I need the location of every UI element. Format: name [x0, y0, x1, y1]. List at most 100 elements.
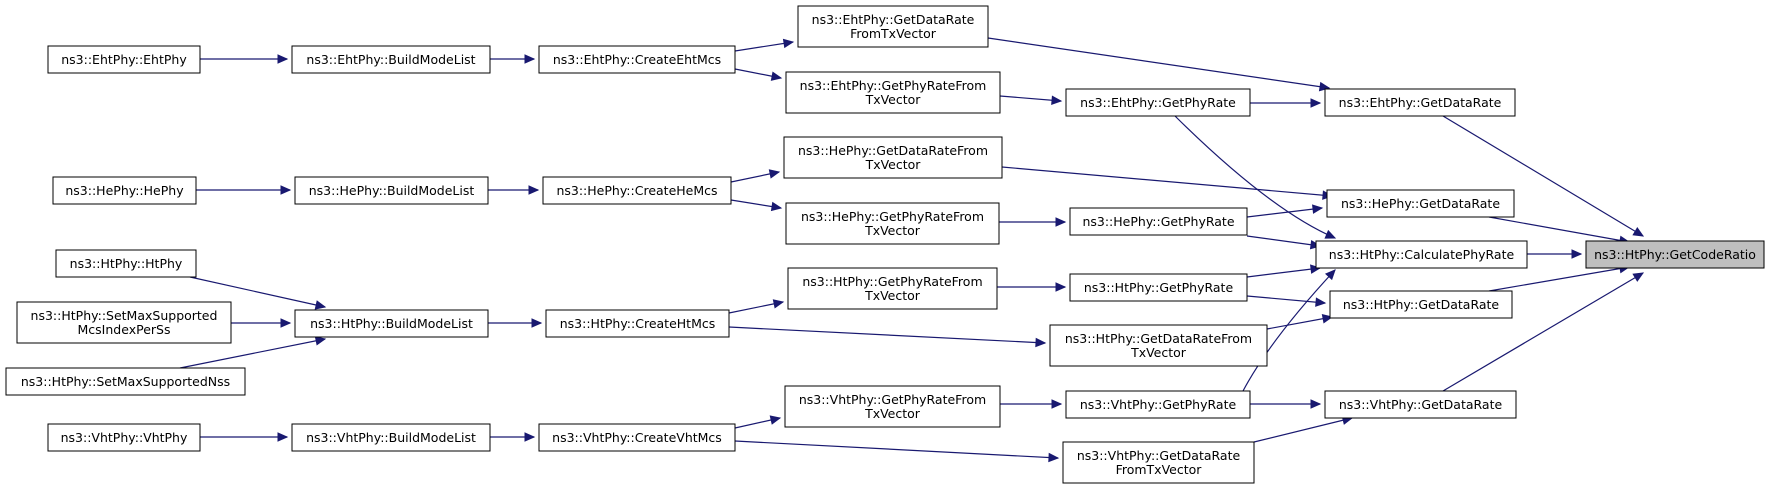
- node-label: ns3::HtPhy::GetPhyRate: [1084, 280, 1234, 295]
- arrowhead: [1055, 282, 1067, 292]
- edge-line: [1488, 216, 1630, 243]
- node-ht-getdatarate[interactable]: ns3::HtPhy::GetDataRate: [1329, 290, 1513, 319]
- edge-he_createmcs-to-he_getdatarate_txv: [730, 169, 781, 183]
- node-label: ns3::VhtPhy::GetDataRate: [1077, 448, 1241, 463]
- node-label: ns3::EhtPhy::GetDataRate: [812, 12, 975, 27]
- nodes-layer: ns3::HtPhy::GetCodeRatio ns3::EhtPhy::Get…: [5, 5, 1765, 484]
- node-box: [787, 267, 998, 310]
- edge-vht_getphyrate_txv-to-vht_getphyrate: [1000, 399, 1063, 409]
- node-box: [1585, 240, 1765, 269]
- edge-he_buildmodelist-to-he_createmcs: [488, 185, 540, 195]
- node-vht-getdatarate[interactable]: ns3::VhtPhy::GetDataRate: [1324, 390, 1517, 419]
- node-eht-createmcs[interactable]: ns3::EhtPhy::CreateEhtMcs: [538, 45, 736, 74]
- node-label: ns3::VhtPhy::BuildModeList: [306, 430, 476, 445]
- node-he-getphyrate[interactable]: ns3::HePhy::GetPhyRate: [1069, 207, 1248, 236]
- node-ht-getphyrate[interactable]: ns3::HtPhy::GetPhyRate: [1069, 273, 1248, 302]
- edge-vht_getdatarate_txv-to-vht_getdatarate: [1253, 415, 1354, 443]
- arrowhead: [1055, 217, 1067, 227]
- edge-he_getphyrate-to-he_getdatarate: [1246, 204, 1324, 218]
- node-box: [16, 301, 232, 344]
- node-ht-createmcs[interactable]: ns3::HtPhy::CreateHtMcs: [545, 309, 730, 338]
- node-label: ns3::HePhy::GetPhyRateFrom: [801, 209, 984, 224]
- arrowhead: [782, 38, 795, 49]
- edge-line: [1442, 272, 1644, 392]
- node-box: [291, 423, 491, 452]
- arrowhead: [1310, 264, 1322, 274]
- edge-line: [179, 338, 326, 369]
- node-label: TxVector: [865, 157, 922, 172]
- node-vht-createmcs[interactable]: ns3::VhtPhy::CreateVhtMcs: [538, 423, 736, 452]
- node-label: ns3::VhtPhy::GetPhyRate: [1080, 397, 1237, 412]
- node-box: [785, 202, 1000, 245]
- node-he-createmcs[interactable]: ns3::HePhy::CreateHeMcs: [542, 176, 732, 205]
- edge-line: [734, 440, 1059, 459]
- edges-layer: [179, 37, 1645, 463]
- node-label: FromTxVector: [850, 26, 937, 41]
- edge-ht_getdatarate-to-getcoderatio: [1488, 263, 1631, 292]
- node-ht-buildmodelist[interactable]: ns3::HtPhy::BuildModeList: [294, 309, 489, 338]
- arrowhead: [280, 318, 292, 328]
- node-box: [1326, 189, 1515, 218]
- node-ht-calcphyrate[interactable]: ns3::HtPhy::CalculatePhyRate: [1315, 240, 1528, 269]
- node-eht-buildmodelist[interactable]: ns3::EhtPhy::BuildModeList: [291, 45, 491, 74]
- node-he-getdatarate[interactable]: ns3::HePhy::GetDataRate: [1326, 189, 1515, 218]
- node-label: ns3::HtPhy::HtPhy: [70, 256, 183, 271]
- edge-line: [1246, 207, 1323, 218]
- edge-line: [1246, 235, 1321, 247]
- node-label: ns3::VhtPhy::GetPhyRateFrom: [799, 392, 986, 407]
- node-box: [1315, 240, 1528, 269]
- node-label: ns3::EhtPhy::GetPhyRateFrom: [800, 78, 987, 93]
- edge-ht_createmcs-to-ht_getdatarate_txv: [728, 326, 1047, 348]
- node-vht-ctor[interactable]: ns3::VhtPhy::VhtPhy: [47, 423, 201, 452]
- node-label: ns3::HtPhy::GetCodeRatio: [1594, 247, 1756, 262]
- edge-he_ctor-to-he_buildmodelist: [196, 185, 292, 195]
- node-label: ns3::HtPhy::CalculatePhyRate: [1329, 247, 1515, 262]
- node-he-ctor[interactable]: ns3::HePhy::HePhy: [52, 176, 197, 205]
- edge-line: [734, 41, 794, 52]
- arrowhead: [1315, 297, 1327, 307]
- edge-eht_ctor-to-eht_buildmodelist: [200, 54, 289, 64]
- edge-vht_getdatarate-to-getcoderatio: [1442, 272, 1645, 392]
- node-box: [784, 385, 1001, 428]
- arrowhead: [768, 169, 781, 179]
- arrowhead: [277, 432, 289, 442]
- node-eht-getdatarate[interactable]: ns3::EhtPhy::GetDataRate: [1324, 88, 1516, 117]
- arrowhead: [770, 201, 783, 212]
- node-he-buildmodelist[interactable]: ns3::HePhy::BuildModeList: [294, 176, 489, 205]
- edge-ht_getphyrate-to-ht_calcphyrate: [1246, 264, 1322, 278]
- arrowhead: [1318, 81, 1331, 92]
- node-label: ns3::EhtPhy::GetDataRate: [1339, 95, 1502, 110]
- arrowhead: [524, 54, 536, 64]
- node-label: ns3::HtPhy::GetPhyRateFrom: [802, 274, 982, 289]
- edge-ht_getphyrate_txv-to-ht_getphyrate: [997, 282, 1067, 292]
- arrowhead: [280, 185, 292, 195]
- node-eht-ctor[interactable]: ns3::EhtPhy::EhtPhy: [47, 45, 201, 74]
- node-ht-ctor[interactable]: ns3::HtPhy::HtPhy: [55, 249, 197, 278]
- node-label: ns3::EhtPhy::CreateEhtMcs: [553, 52, 721, 67]
- node-eht-getphyrate[interactable]: ns3::EhtPhy::GetPhyRate: [1065, 88, 1251, 117]
- node-label: ns3::HePhy::GetDataRateFrom: [798, 143, 988, 158]
- node-vht-buildmodelist[interactable]: ns3::VhtPhy::BuildModeList: [291, 423, 491, 452]
- node-box: [1329, 290, 1513, 319]
- edge-ht_getphyrate-to-ht_getdatarate: [1246, 295, 1327, 307]
- edge-ht_setmaxmcs-to-ht_buildmodelist: [231, 318, 292, 328]
- node-vht-getphyrate[interactable]: ns3::VhtPhy::GetPhyRate: [1065, 390, 1251, 419]
- node-label: ns3::HePhy::CreateHeMcs: [556, 183, 717, 198]
- node-getcoderatio[interactable]: ns3::HtPhy::GetCodeRatio: [1585, 240, 1765, 269]
- edge-vht_createmcs-to-vht_getphyrate_txv: [734, 415, 782, 429]
- edge-line: [1488, 266, 1630, 292]
- arrowhead: [769, 415, 782, 425]
- node-box: [1069, 207, 1248, 236]
- node-ht-setmaxnss[interactable]: ns3::HtPhy::SetMaxSupportedNss: [5, 367, 246, 396]
- edge-ht_ctor-to-ht_buildmodelist: [189, 276, 327, 310]
- edge-he_getphyrate_txv-to-he_getphyrate: [999, 217, 1067, 227]
